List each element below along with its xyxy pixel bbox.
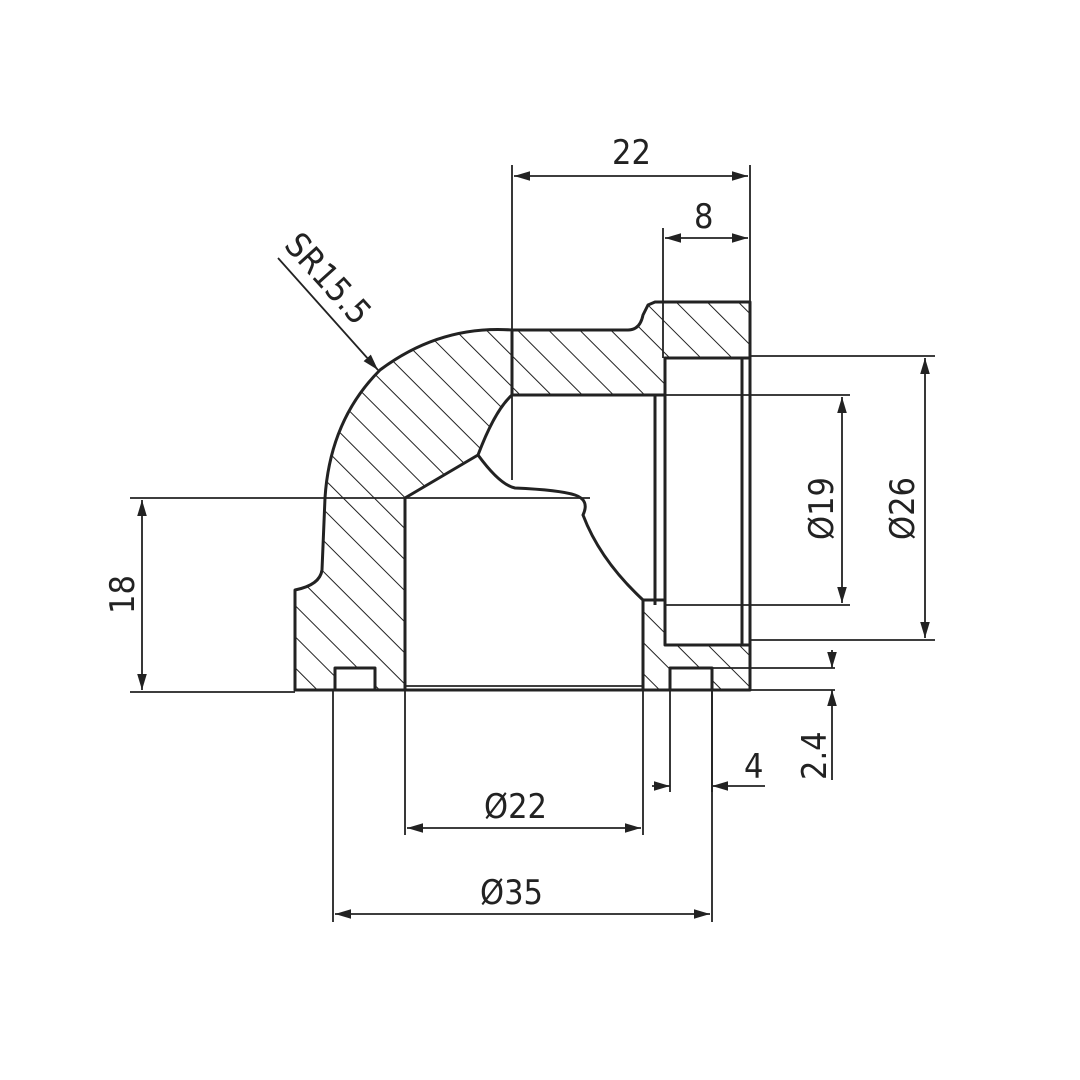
- bottom-flange-section: [641, 598, 752, 692]
- dim-groove-2-4: 2.4: [712, 650, 837, 780]
- top-flange-section: [510, 300, 752, 397]
- dim-label-2-4: 2.4: [795, 731, 835, 780]
- dim-label-dia-19: Ø19: [802, 477, 842, 540]
- dim-label-dia-35: Ø35: [480, 873, 543, 913]
- dim-dia-22: Ø22: [404, 690, 644, 835]
- construction-lines: [295, 330, 752, 692]
- elbow-wall-section: [293, 328, 514, 692]
- dim-label-4: 4: [744, 747, 763, 787]
- dim-label-sr15-5: SR15.5: [276, 225, 379, 333]
- dim-dia-26: Ø26: [750, 355, 935, 641]
- dim-height-18: 18: [103, 497, 405, 693]
- dim-dia-35: Ø35: [332, 690, 713, 922]
- part-section: [293, 300, 752, 692]
- dim-groove-4: 4: [652, 690, 765, 792]
- dim-label-22: 22: [612, 133, 651, 173]
- dim-label-dia-22: Ø22: [484, 787, 547, 827]
- dim-width-8: 8: [662, 197, 748, 358]
- dim-label-dia-26: Ø26: [883, 477, 923, 540]
- dim-width-22: 22: [511, 133, 751, 330]
- dim-radius-sr15-5: SR15.5: [276, 225, 379, 371]
- cavity-curve: [476, 454, 645, 602]
- dim-label-8: 8: [694, 197, 713, 237]
- dim-label-18: 18: [103, 575, 143, 614]
- dim-dia-19: Ø19: [742, 394, 850, 606]
